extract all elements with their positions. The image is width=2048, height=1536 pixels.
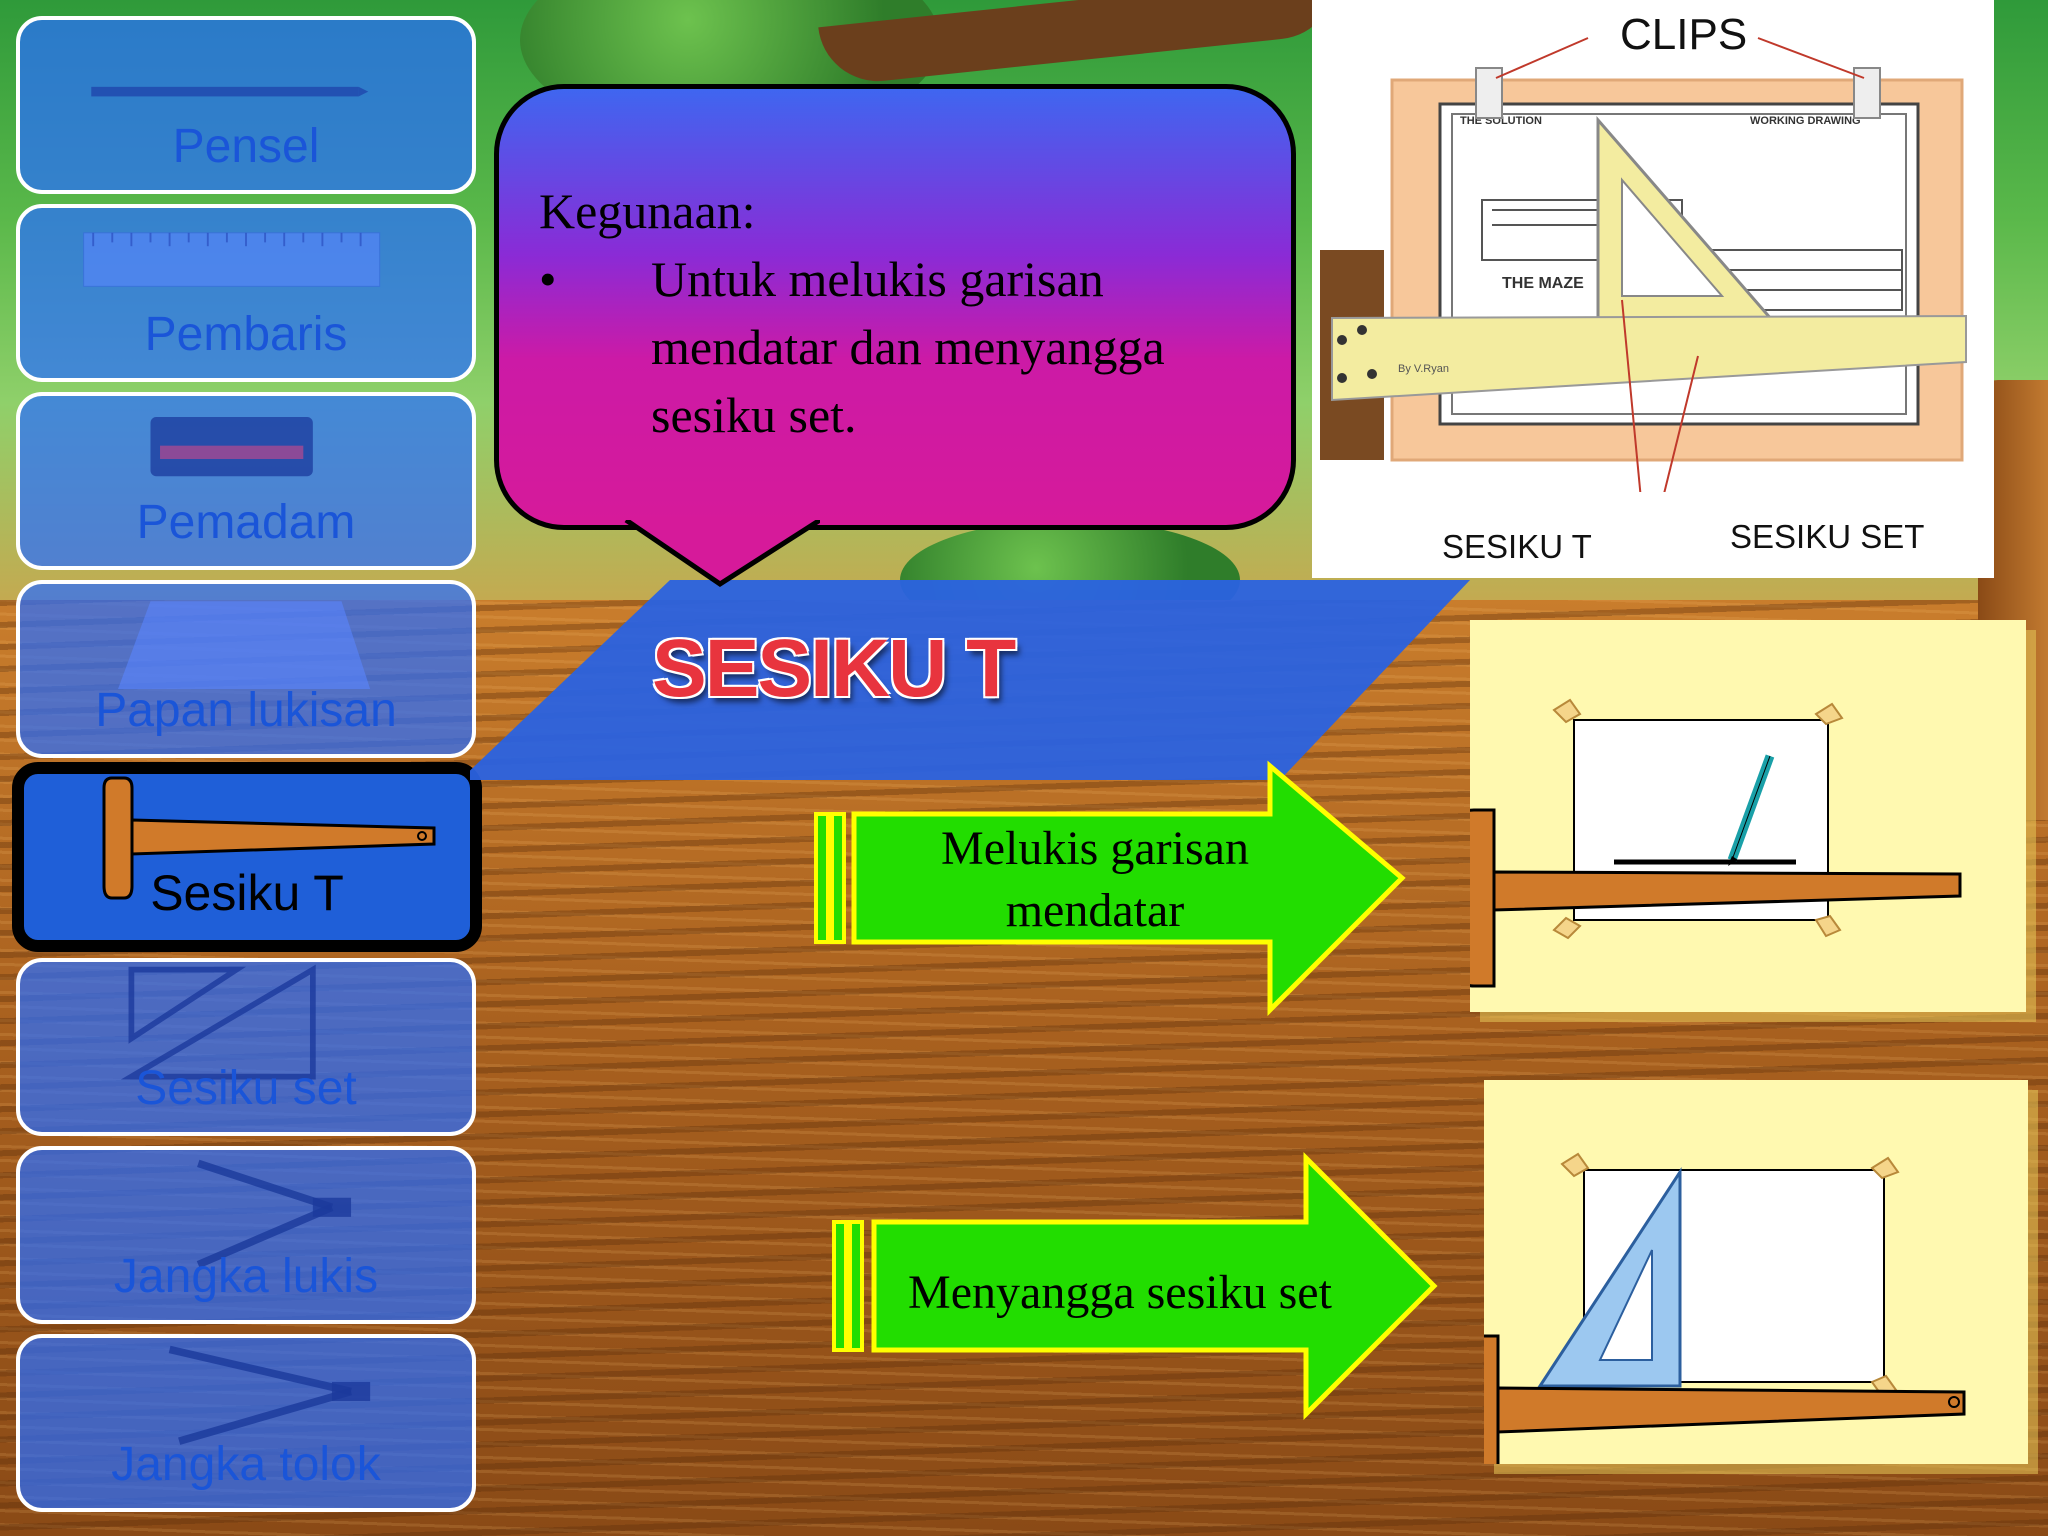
arrow-draw-horizontal [814, 760, 1406, 1017]
page-title: SESIKU T [652, 623, 1016, 714]
usage-description: Untuk melukis garisan mendatar dan menya… [651, 251, 1165, 443]
drawing-board-diagram: THE MAZE WORKING DRAWING THE SOLUTION By… [1320, 37, 1996, 582]
clips-diagram: THE MAZE WORKING DRAWING THE SOLUTION By… [1312, 0, 1996, 582]
sidebar-item-label: Sesiku set [135, 1062, 357, 1115]
sidebar-item-pensel[interactable]: Pensel [16, 16, 476, 194]
pencil-icon [91, 86, 369, 97]
sidebar-item-papan-lukisan[interactable]: Papan lukisan [16, 580, 476, 758]
sidebar-item-sesiku-t[interactable]: Sesiku T [12, 762, 482, 952]
title-banner [470, 580, 1470, 780]
illustration-card-horizontal-line [1461, 620, 2026, 1012]
arrow-label-line: Melukis garisan [941, 822, 1249, 875]
drawing-label: THE MAZE [1502, 275, 1584, 292]
speech-bubble-tail [624, 520, 820, 587]
clips-caption: CLIPS [1620, 10, 1748, 59]
ruler-icon [83, 232, 381, 287]
bullet-icon: • [539, 251, 557, 307]
sidebar-item-label: Sesiku T [150, 865, 344, 921]
sidebar-item-label: Pemadam [136, 496, 356, 549]
t-square-icon [102, 776, 436, 900]
arrow-label-line: Menyangga sesiku set [908, 1266, 1332, 1319]
sidebar-item-sesiku-set[interactable]: Sesiku set [16, 958, 476, 1136]
drawing-label: By V.Ryan [1398, 363, 1449, 375]
drawing-label: WORKING DRAWING [1750, 115, 1861, 127]
sidebar-item-label: Papan lukisan [95, 684, 397, 737]
arrow-support-set-square [832, 1151, 1438, 1421]
eraser-icon [150, 417, 313, 477]
usage-speech-bubble: Kegunaan: • Untuk melukis garisan mendat… [494, 84, 1296, 530]
t-square-drawing-illustration [1461, 698, 1962, 988]
tool-sidebar: Pensel Pembaris Pemadam [0, 0, 490, 1536]
drawing-board-icon [118, 601, 371, 690]
sidebar-item-jangka-lukis[interactable]: Jangka lukis [16, 1146, 476, 1324]
arrow-label-draw-horizontal: Melukis garisan mendatar [860, 818, 1330, 942]
usage-text: Kegunaan: • Untuk melukis garisan mendat… [539, 177, 1279, 449]
t-square-caption: SESIKU T [1442, 528, 1592, 565]
compass-icon [196, 1159, 352, 1269]
sidebar-item-label: Pensel [172, 120, 320, 173]
illustration-card-set-square [1469, 1080, 2028, 1486]
set-square-icon [120, 964, 316, 1080]
usage-bullet-item: • Untuk melukis garisan mendatar dan men… [539, 245, 1279, 449]
divider-compass-icon [168, 1345, 371, 1445]
sidebar-item-label: Jangka tolok [111, 1438, 381, 1491]
sidebar-item-label: Pembaris [144, 308, 348, 361]
sidebar-item-pemadam[interactable]: Pemadam [16, 392, 476, 570]
sidebar-item-jangka-tolok[interactable]: Jangka tolok [16, 1334, 476, 1512]
set-square-icon [1537, 1166, 1682, 1388]
sidebar-item-pembaris[interactable]: Pembaris [16, 204, 476, 382]
set-square-support-illustration [1469, 1152, 1966, 1486]
set-square-caption: SESIKU SET [1730, 518, 1925, 555]
usage-heading: Kegunaan: [539, 183, 756, 239]
pencil-icon [1727, 754, 1775, 866]
arrow-label-line: mendatar [1005, 884, 1185, 937]
arrow-label-support-set-square: Menyangga sesiku set [880, 1262, 1360, 1324]
sidebar-item-label: Jangka lukis [113, 1250, 379, 1303]
